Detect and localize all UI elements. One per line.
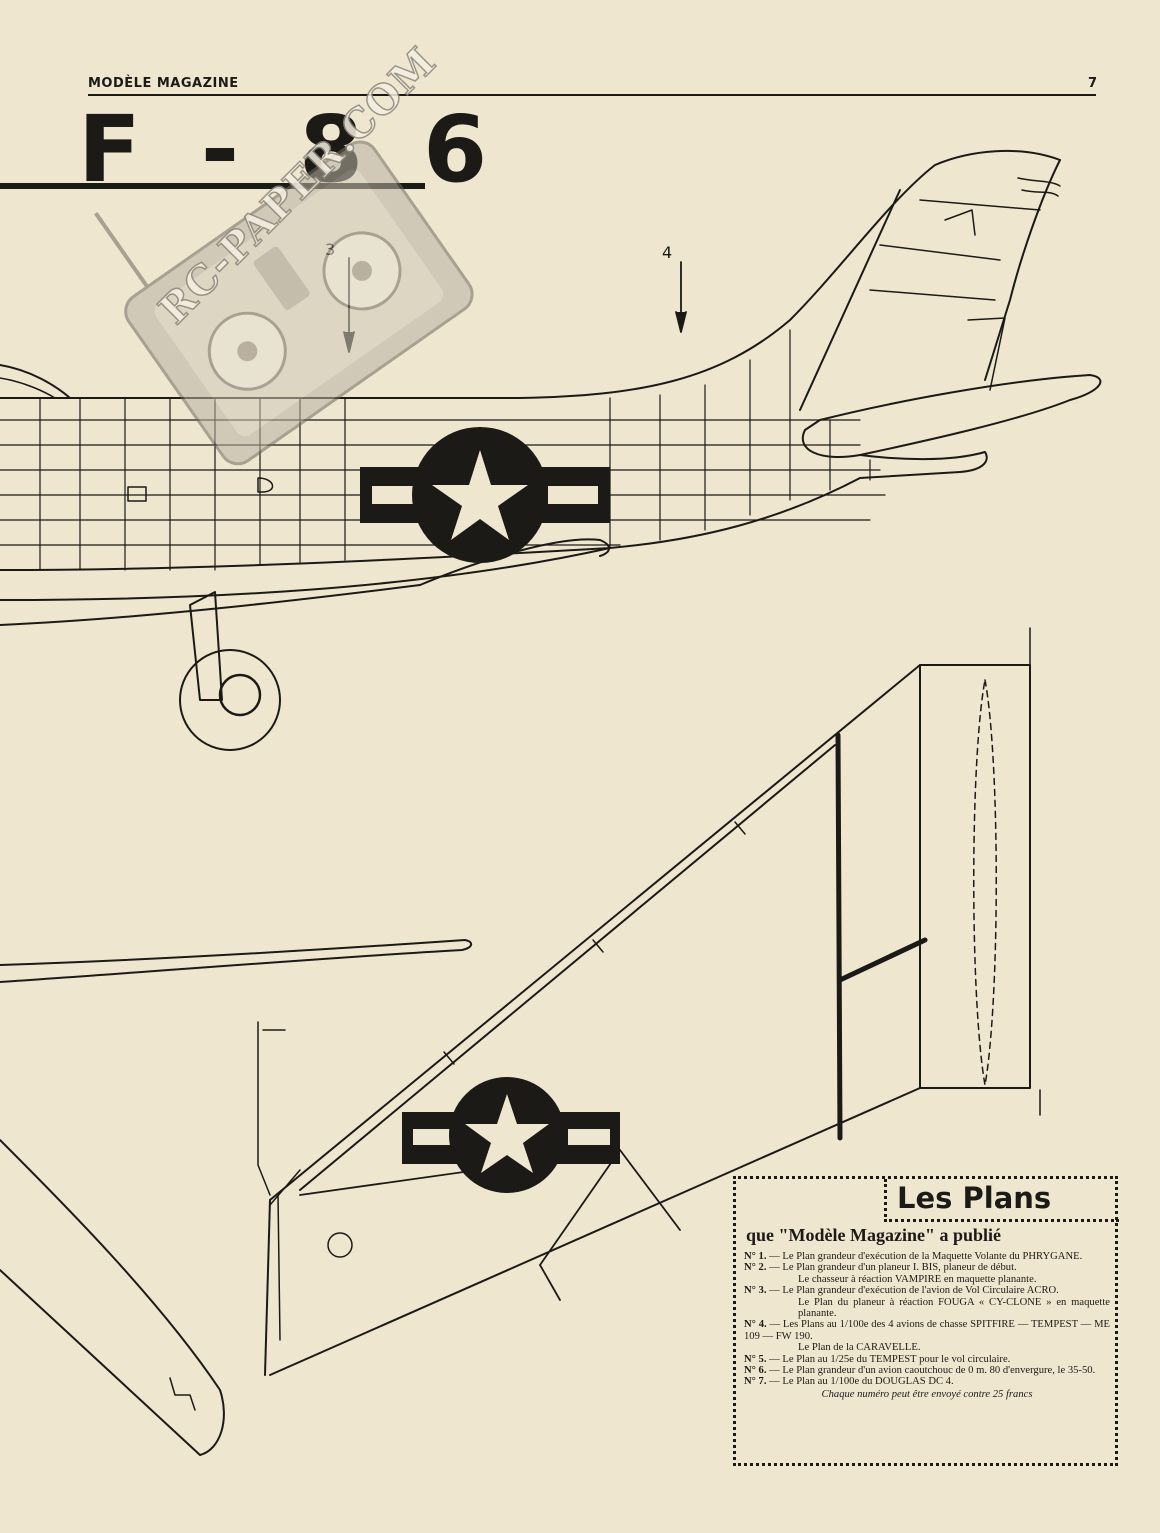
plan-item: Le Plan de la CARAVELLE.: [798, 1342, 921, 1354]
plan-item: Le Plan du planeur à réaction FOUGA « CY…: [798, 1296, 1110, 1320]
star-roundel-fuselage: [360, 427, 610, 563]
plans-box: Les Plans que "Modèle Magazine" a publié…: [733, 1176, 1119, 1466]
plans-title: Les Plans: [897, 1181, 1052, 1215]
plan-item: N° 5. — Le Plan au 1/25e du TEMPEST pour…: [744, 1353, 1011, 1365]
plan-item: N° 4. — Les Plans au 1/100e des 4 avions…: [744, 1319, 1110, 1342]
star-roundel-wing: [402, 1077, 620, 1193]
plan-item: N° 7. — Le Plan au 1/100e du DOUGLAS DC …: [744, 1376, 954, 1388]
rc-transmitter-icon: [94, 140, 474, 466]
plans-list: N° 1. — Le Plan grandeur d'exécution de …: [744, 1251, 1110, 1400]
wing-section-line: [0, 939, 473, 983]
plans-subtitle: que "Modèle Magazine" a publié: [746, 1225, 1001, 1245]
plans-footer: Chaque numéro peut être envoyé contre 25…: [821, 1388, 1033, 1400]
plan-item: N° 2. — Le Plan grandeur d'un planeur I.…: [744, 1262, 1017, 1274]
plan-item: Le chasseur à réaction VAMPIRE en maquet…: [798, 1273, 1037, 1285]
plan-item: N° 1. — Le Plan grandeur d'exécution de …: [744, 1251, 1083, 1262]
page-title: F - 8 6: [78, 96, 502, 203]
plans-header: Les Plans: [884, 1179, 1119, 1222]
watermark: [88, 90, 518, 510]
page-number: 7: [1088, 76, 1098, 91]
header-rule: [88, 94, 1096, 96]
title-rule: [0, 183, 425, 189]
magazine-header: MODÈLE MAGAZINE: [88, 76, 239, 91]
plan-item: N° 6. — Le Plan grandeur d'un avion caou…: [744, 1365, 1096, 1377]
section-label-4: 4: [662, 243, 673, 262]
plan-item: N° 3. — Le Plan grandeur d'exécution de …: [744, 1285, 1059, 1297]
tailplane-fragment: [0, 1139, 225, 1456]
